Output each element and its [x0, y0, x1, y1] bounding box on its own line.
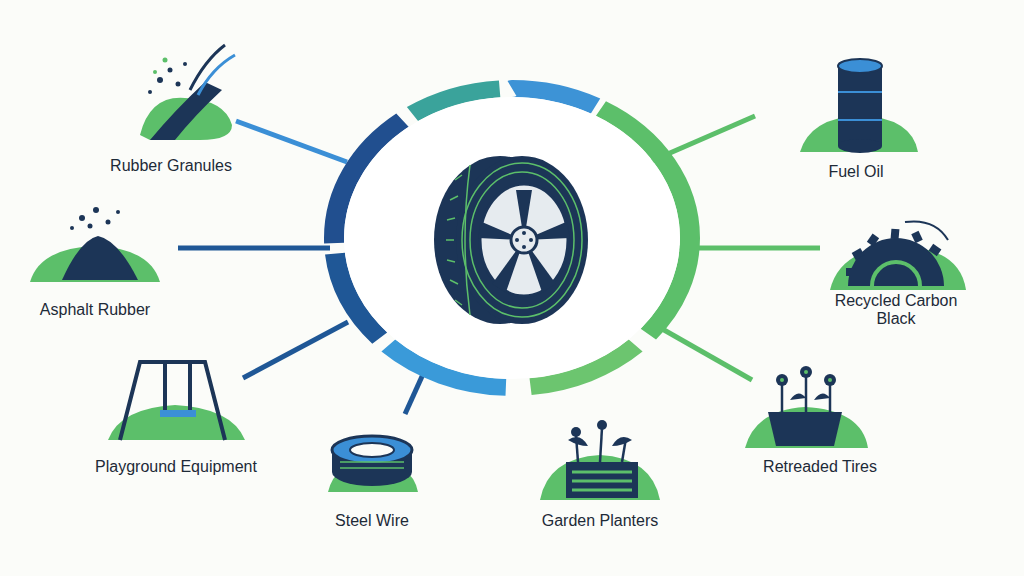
playground-icon: [108, 362, 245, 440]
center-disc: [344, 97, 680, 379]
garden-icon: [540, 420, 660, 500]
granules-icon: [140, 45, 235, 140]
item-label: Recycled Carbon Black: [832, 292, 960, 329]
carbon-black-icon: [830, 221, 966, 290]
item-label: Playground Equipment: [95, 458, 257, 476]
tire-icon: [434, 156, 588, 324]
item-label: Retreaded Tires: [763, 458, 877, 476]
center-ring: [334, 88, 690, 387]
steel-wire-icon: [328, 436, 418, 492]
item-label: Rubber Granules: [110, 157, 232, 175]
item-label: Garden Planters: [542, 512, 659, 530]
asphalt-icon: [30, 207, 160, 282]
item-label: Asphalt Rubber: [40, 301, 150, 319]
fuel-oil-icon: [800, 59, 918, 153]
item-label: Fuel Oil: [828, 163, 883, 181]
retreaded-icon: [745, 366, 868, 448]
item-label: Steel Wire: [335, 512, 409, 530]
